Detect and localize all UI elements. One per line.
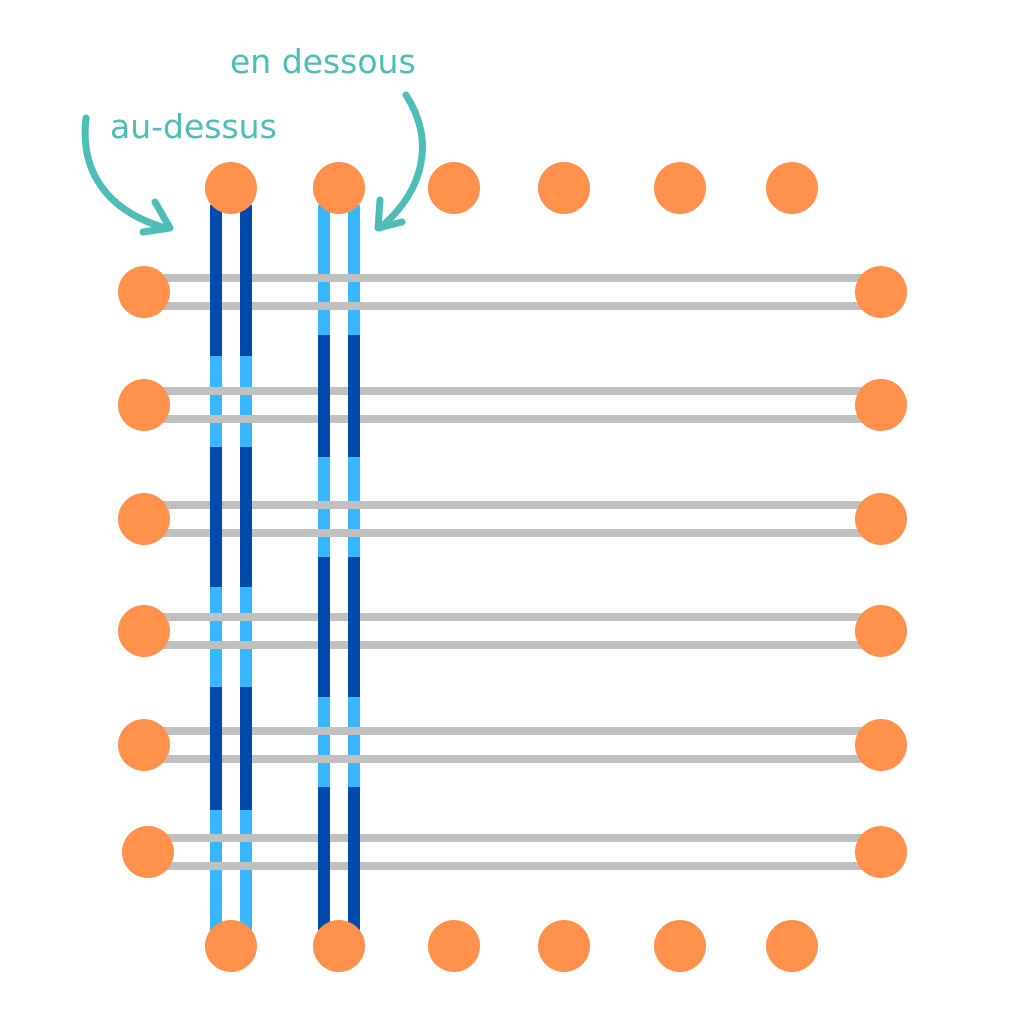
arrow-under-icon [376, 91, 426, 232]
peg-right-3 [855, 493, 907, 545]
peg-right-4 [855, 605, 907, 657]
warp-segment-under [240, 356, 252, 447]
warp-segment-over [240, 205, 252, 356]
peg-bottom-6 [766, 920, 818, 972]
peg-top-1 [205, 162, 257, 214]
warp-segment-over [210, 205, 222, 356]
peg-right-1 [855, 266, 907, 318]
warp-segment-over [318, 787, 330, 930]
warp-segment-over [210, 447, 222, 587]
label-under: en dessous [230, 42, 416, 81]
warp-segment-over [210, 687, 222, 810]
warp-segment-under [210, 356, 222, 447]
warp-segment-over [240, 447, 252, 587]
peg-left-2 [118, 379, 170, 431]
warp-segment-under [318, 697, 330, 787]
peg-top-5 [654, 162, 706, 214]
warp-segment-over [348, 557, 360, 697]
peg-left-1 [118, 266, 170, 318]
warp-segment-over [240, 687, 252, 810]
peg-right-6 [855, 826, 907, 878]
peg-left-6 [122, 826, 174, 878]
warp-segment-under [348, 205, 360, 335]
peg-bottom-4 [538, 920, 590, 972]
annotations: au-dessus en dessous [81, 42, 426, 236]
arrow-over-icon [81, 114, 169, 232]
warp-segment-under [240, 587, 252, 687]
peg-bottom-2 [313, 920, 365, 972]
peg-left-3 [118, 493, 170, 545]
peg-left-5 [118, 719, 170, 771]
warp-segment-over [318, 335, 330, 457]
peg-top-2 [313, 162, 365, 214]
peg-top-4 [538, 162, 590, 214]
arrow-over-head-icon [139, 198, 174, 236]
peg-top-6 [766, 162, 818, 214]
peg-bottom-1 [205, 920, 257, 972]
warp-segment-over [348, 787, 360, 930]
peg-right-5 [855, 719, 907, 771]
label-over: au-dessus [110, 107, 277, 146]
peg-top-3 [428, 162, 480, 214]
peg-right-2 [855, 379, 907, 431]
arrow-under-head-icon [374, 196, 406, 232]
peg-bottom-3 [428, 920, 480, 972]
peg-left-4 [118, 605, 170, 657]
warp-segment-under [348, 697, 360, 787]
warp-segment-over [318, 557, 330, 697]
warp-segment-under [318, 205, 330, 335]
warp-segment-over [348, 335, 360, 457]
warp-segment-under [210, 587, 222, 687]
peg-bottom-5 [654, 920, 706, 972]
